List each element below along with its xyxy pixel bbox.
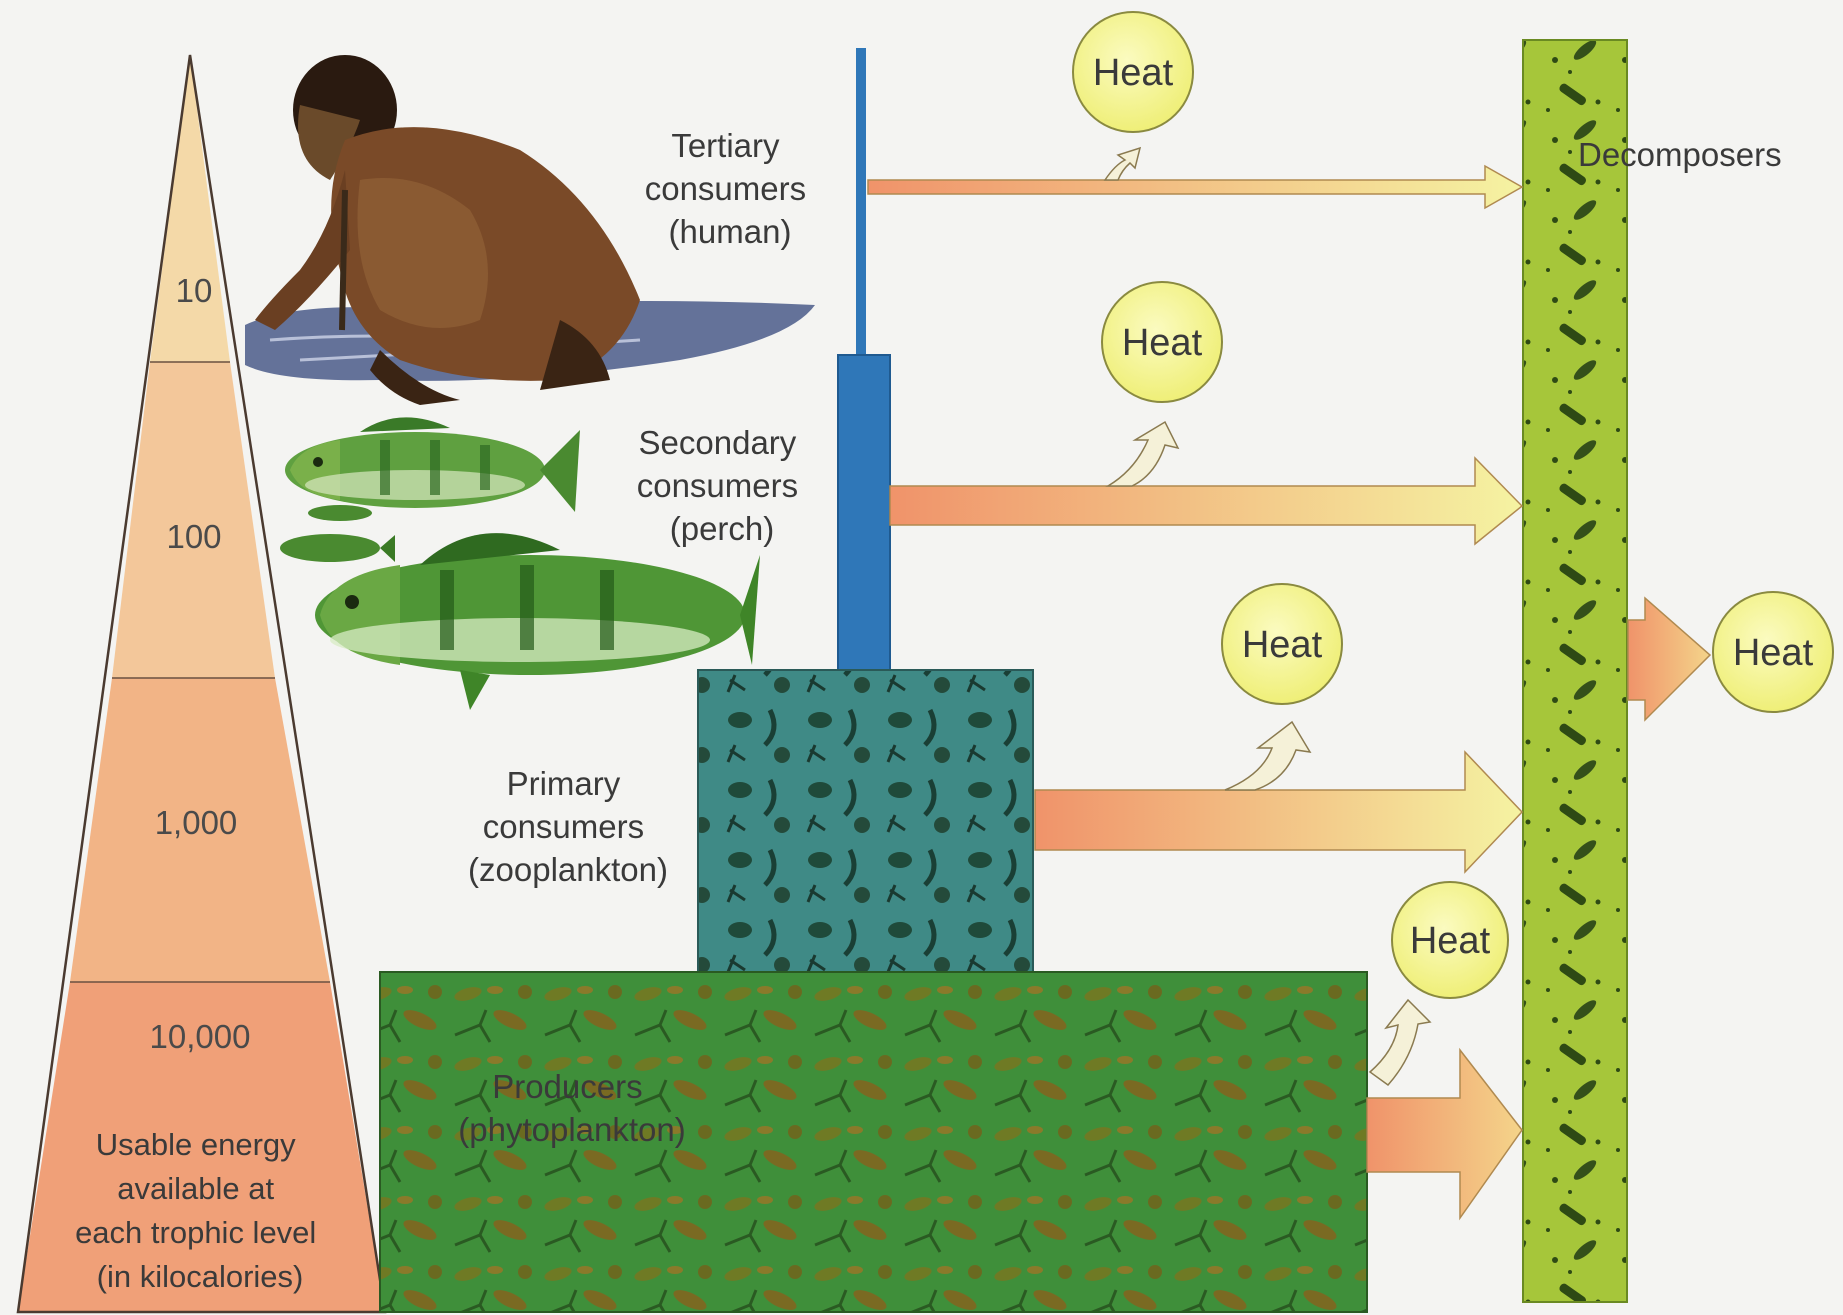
tertiary-to-decomposers-arrow [868, 166, 1522, 208]
heat-circle-producers: Heat [1392, 882, 1508, 998]
heat-circle-primary: Heat [1222, 584, 1342, 704]
heat-arrow-tertiary [1105, 148, 1140, 180]
pyramid-value-10: 10 [176, 272, 213, 309]
heat-label: Heat [1410, 920, 1491, 962]
pyramid-value-1000: 1,000 [155, 804, 238, 841]
pyramid-level-10 [150, 55, 230, 362]
pyramid-value-10000: 10,000 [150, 1018, 251, 1055]
primary-consumers-label: Primary consumers (zooplankton) [468, 765, 668, 888]
secondary-consumers-label: Secondary consumers (perch) [637, 424, 808, 547]
heat-arrow-producers [1370, 1000, 1430, 1085]
secondary-to-decomposers-arrow [890, 458, 1522, 544]
decomposers-column [1523, 40, 1627, 1302]
heat-label: Heat [1242, 624, 1323, 666]
heat-label: Heat [1093, 52, 1174, 94]
heat-label: Heat [1733, 632, 1814, 674]
heat-label: Heat [1122, 322, 1203, 364]
heat-circle-secondary: Heat [1102, 282, 1222, 402]
decomposers-to-heat-arrow [1628, 598, 1710, 720]
heat-arrow-secondary [1108, 422, 1178, 486]
heat-circle-decomposers: Heat [1713, 592, 1833, 712]
decomposers-label: Decomposers [1578, 136, 1782, 173]
heat-arrow-primary [1225, 722, 1310, 790]
tertiary-consumers-label: Tertiary consumers (human) [645, 127, 816, 250]
zooplankton-block [698, 670, 1033, 975]
secondary-consumer-bar [838, 355, 890, 670]
heat-circle-tertiary: Heat [1073, 12, 1193, 132]
pyramid-value-100: 100 [166, 518, 221, 555]
perch-illustration [280, 417, 760, 710]
tertiary-consumer-bar [856, 48, 866, 356]
